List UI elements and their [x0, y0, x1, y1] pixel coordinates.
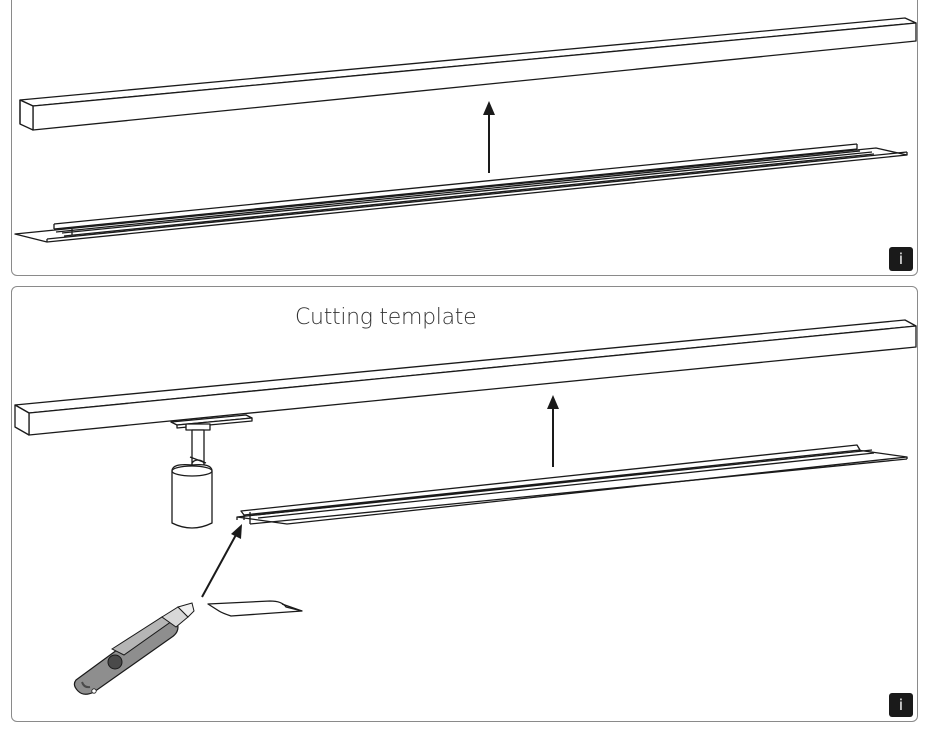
info-icon: i: [889, 247, 913, 271]
mounting-rail: [14, 143, 908, 243]
spotlight-icon: [170, 414, 253, 529]
step-panel-remove-cover: i: [11, 0, 918, 276]
info-icon: i: [889, 693, 913, 717]
mounting-rail: [236, 444, 908, 525]
cutting-template: [207, 600, 303, 617]
top-diagram: [14, 17, 917, 243]
arrow-diagonal-icon: [201, 524, 242, 598]
utility-knife-icon: [73, 602, 195, 695]
cover-profile: [19, 17, 917, 131]
arrow-up-icon: [483, 101, 495, 173]
cutting-template-label: Cutting template: [295, 305, 477, 330]
arrow-up-icon: [547, 395, 559, 467]
cover-profile: [14, 319, 917, 436]
bottom-diagram: [14, 319, 917, 695]
step-panel-install-track: i: [11, 286, 918, 722]
